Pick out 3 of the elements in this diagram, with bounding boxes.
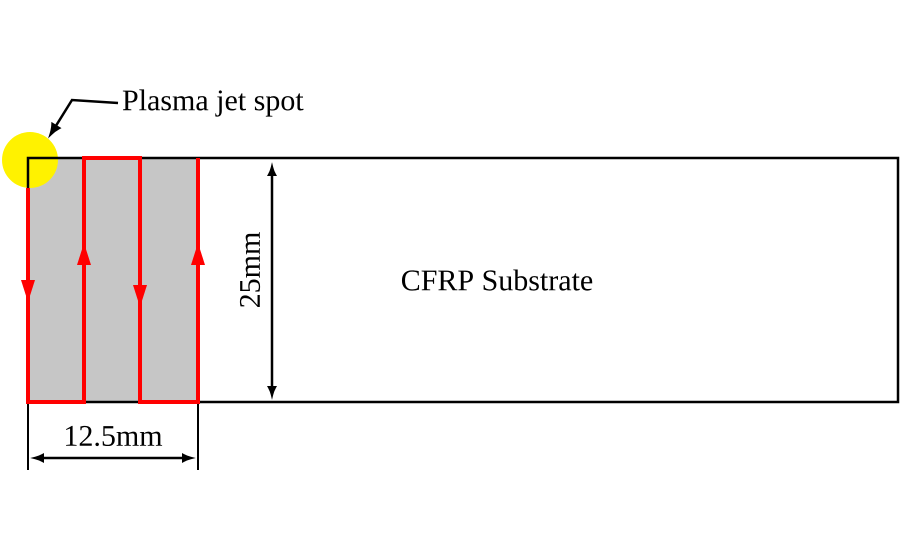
callout-text: Plasma jet spot [122, 89, 304, 117]
dimension-label: 25mm [240, 232, 260, 308]
plasma-spot [2, 132, 58, 188]
